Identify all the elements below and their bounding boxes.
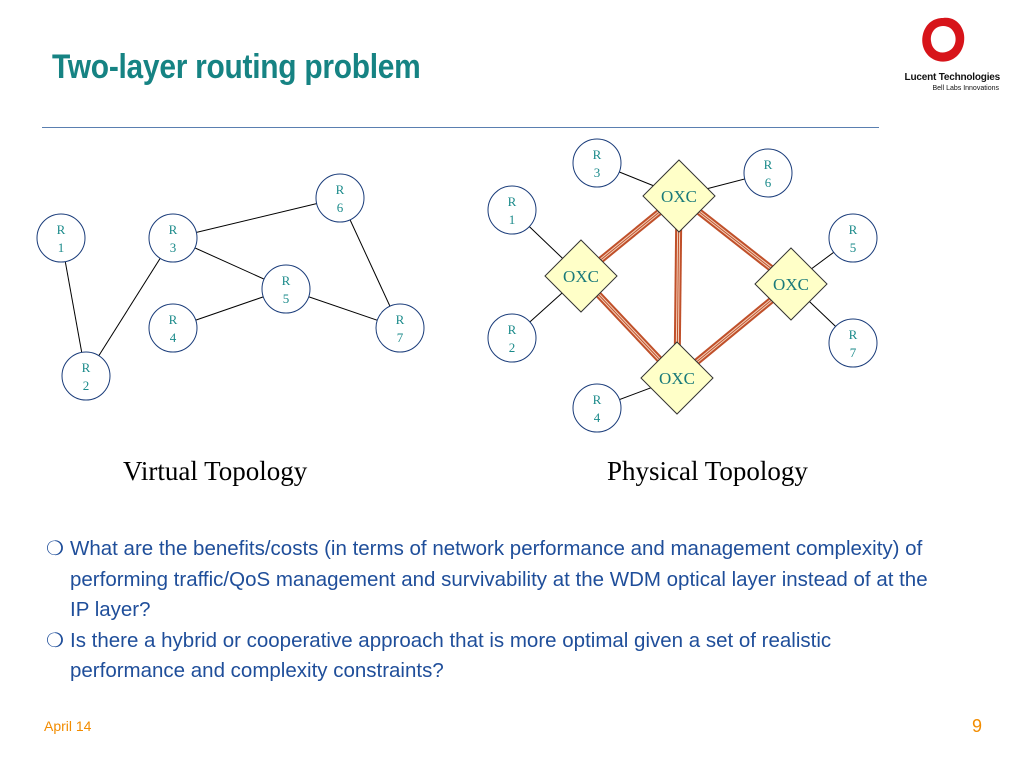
router-label-line1: R <box>849 327 858 342</box>
oxc-right: OXC <box>754 247 828 321</box>
router-label-line2: 7 <box>850 345 857 360</box>
virtual-router-r2: R2 <box>61 351 111 401</box>
router-label-line1: R <box>849 222 858 237</box>
router-label-line1: R <box>57 222 66 237</box>
oxc-nodes: OXC OXC OXC OXC <box>544 159 828 415</box>
virtual-edges <box>60 197 401 377</box>
oxc-top: OXC <box>642 159 716 233</box>
title-divider <box>42 127 879 128</box>
router-label-line1: R <box>169 312 178 327</box>
bullet-list: ❍ What are the benefits/costs (in terms … <box>46 534 946 687</box>
oxc-label: OXC <box>773 275 809 294</box>
virtual-router-r4: R4 <box>148 303 198 353</box>
virtual-router-r7: R7 <box>375 303 425 353</box>
physical-router-r2: R2 <box>487 313 537 363</box>
router-label-line2: 1 <box>58 240 65 255</box>
router-label-line2: 6 <box>337 200 344 215</box>
router-label-line1: R <box>764 157 773 172</box>
router-label-line1: R <box>282 273 291 288</box>
physical-router-r3: R3 <box>572 138 622 188</box>
router-label-line2: 1 <box>509 212 516 227</box>
router-label-line2: 6 <box>765 175 772 190</box>
oxc-bottom: OXC <box>640 341 714 415</box>
bullet-text: What are the benefits/costs (in terms of… <box>70 537 928 621</box>
router-label-line2: 4 <box>594 410 601 425</box>
page-number: 9 <box>972 716 983 736</box>
bullet-circle-icon: ❍ <box>46 629 64 652</box>
router-label-line2: 4 <box>170 330 177 345</box>
router-label-line2: 2 <box>83 378 90 393</box>
slide-title: Two-layer routing problem <box>52 48 421 86</box>
router-label-line1: R <box>508 322 517 337</box>
router-label-line2: 5 <box>850 240 857 255</box>
physical-router-r7: R7 <box>828 318 878 368</box>
oxc-label: OXC <box>659 369 695 388</box>
bullet-text: Is there a hybrid or cooperative approac… <box>70 628 832 683</box>
logo-tagline: Bell Labs Innovations <box>932 85 999 92</box>
oxc-label: OXC <box>661 187 697 206</box>
footer-date: April 14 <box>44 718 92 734</box>
router-label-line2: 3 <box>170 240 177 255</box>
virtual-router-r1: R1 <box>36 213 86 263</box>
virtual-router-r5: R5 <box>261 264 311 314</box>
virtual-link <box>172 197 341 239</box>
router-label-line1: R <box>396 312 405 327</box>
oxc-label: OXC <box>563 267 599 286</box>
bullet-circle-icon: ❍ <box>46 538 64 560</box>
router-label-line2: 3 <box>594 165 601 180</box>
router-label-line2: 5 <box>283 291 290 306</box>
physical-router-r5: R5 <box>828 213 878 263</box>
virtual-router-r3: R3 <box>148 213 198 263</box>
physical-topology-caption: Physical Topology <box>607 456 808 486</box>
bullet-item: ❍ What are the benefits/costs (in terms … <box>46 534 946 626</box>
router-label-line1: R <box>169 222 178 237</box>
virtual-router-r6: R6 <box>315 173 365 223</box>
virtual-link <box>85 237 174 377</box>
router-label-line1: R <box>508 194 517 209</box>
physical-router-r1: R1 <box>487 185 537 235</box>
router-label-line1: R <box>336 182 345 197</box>
oxc-left: OXC <box>544 239 618 313</box>
router-label-line2: 7 <box>397 330 404 345</box>
physical-router-r4: R4 <box>572 383 622 433</box>
bullet-item: ❍ Is there a hybrid or cooperative appro… <box>46 626 946 687</box>
router-label-line1: R <box>593 147 602 162</box>
router-label-line2: 2 <box>509 340 516 355</box>
logo-name: Lucent Technologies <box>904 72 1001 83</box>
router-label-line1: R <box>593 392 602 407</box>
virtual-topology-caption: Virtual Topology <box>123 456 308 486</box>
physical-router-r6: R6 <box>743 148 793 198</box>
lucent-logo: Lucent Technologies Bell Labs Innovation… <box>890 14 1010 104</box>
lucent-ring-icon <box>922 17 965 62</box>
router-label-line1: R <box>82 360 91 375</box>
